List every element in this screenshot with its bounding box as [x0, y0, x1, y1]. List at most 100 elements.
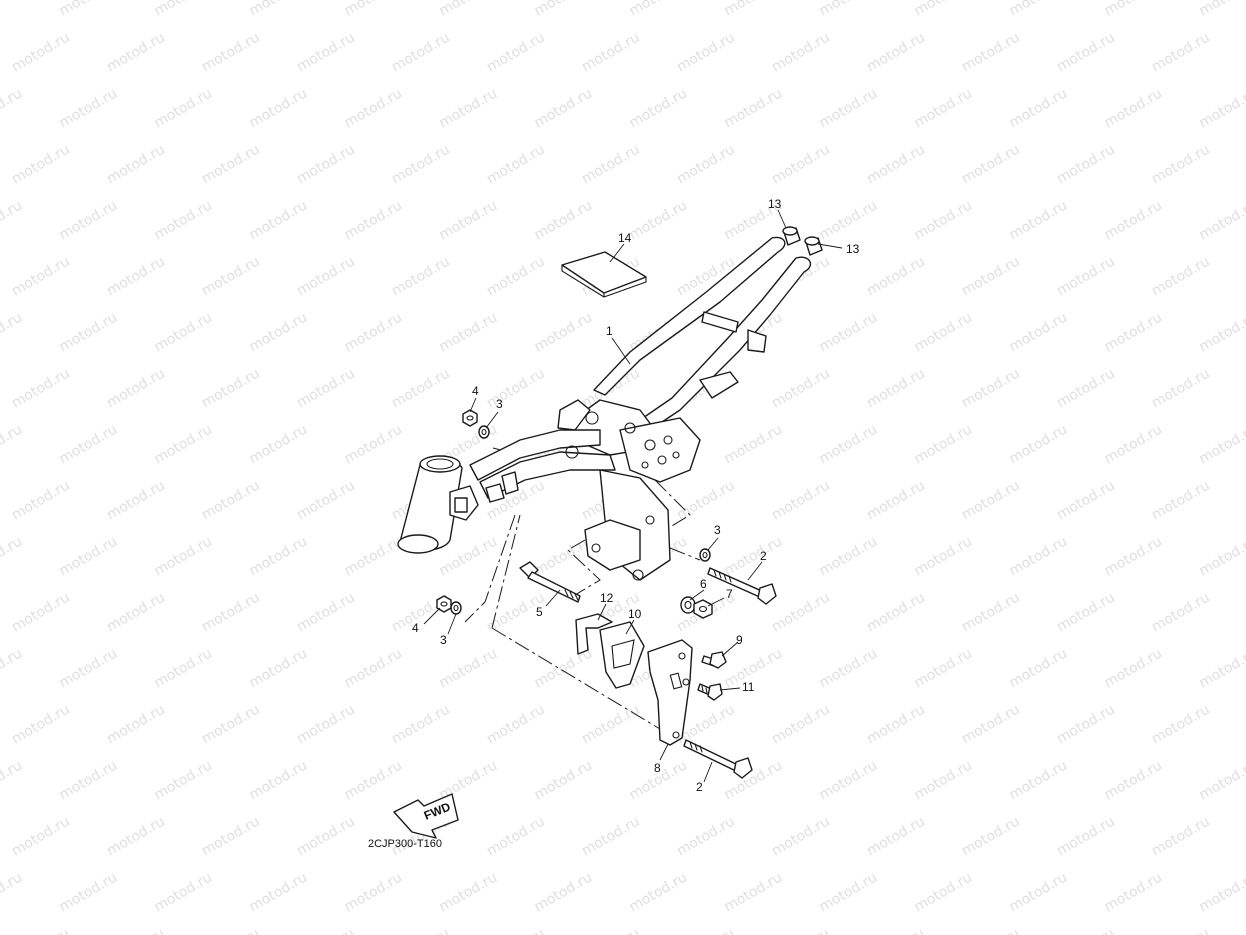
- nut-4-lower[interactable]: [436, 595, 452, 613]
- watermark-text: motod.ru: [152, 645, 216, 691]
- callout-13a: 13: [768, 197, 782, 211]
- watermark-text: motod.ru: [57, 85, 121, 131]
- watermark-text: motod.ru: [1054, 365, 1118, 411]
- watermark-text: motod.ru: [57, 869, 121, 915]
- bracket-10[interactable]: [599, 621, 645, 689]
- plate-8[interactable]: [647, 639, 693, 746]
- watermark-text: motod.ru: [9, 925, 73, 935]
- callout-4a: 4: [472, 384, 479, 398]
- watermark-text: motod.ru: [1007, 85, 1071, 131]
- watermark-text: motod.ru: [294, 813, 358, 859]
- callout-7: 7: [726, 587, 733, 601]
- watermark-text: motod.ru: [674, 141, 738, 187]
- callout-8: 8: [654, 761, 661, 775]
- watermark-text: motod.ru: [817, 869, 881, 915]
- bolt-5[interactable]: [519, 561, 581, 603]
- watermark-text: motod.ru: [864, 477, 928, 523]
- watermark-text: motod.ru: [57, 757, 121, 803]
- watermark-text: motod.ru: [817, 85, 881, 131]
- washer-3-lower[interactable]: [450, 601, 462, 615]
- watermark-text: motod.ru: [9, 365, 73, 411]
- watermark-text: motod.ru: [294, 925, 358, 935]
- watermark-text: motod.ru: [199, 477, 263, 523]
- watermark-text: motod.ru: [912, 533, 976, 579]
- nut-4-upper[interactable]: [462, 409, 478, 427]
- watermark-text: motod.ru: [1197, 869, 1246, 915]
- watermark-text: motod.ru: [532, 197, 596, 243]
- watermark-text: motod.ru: [532, 757, 596, 803]
- watermark-text: motod.ru: [104, 589, 168, 635]
- washer-3-right[interactable]: [699, 548, 711, 562]
- watermark-text: motod.ru: [817, 197, 881, 243]
- watermark-text: motod.ru: [912, 869, 976, 915]
- bolt-2-lower[interactable]: [683, 739, 753, 779]
- watermark-text: motod.ru: [152, 757, 216, 803]
- watermark-text: motod.ru: [959, 477, 1023, 523]
- watermark-text: motod.ru: [674, 925, 738, 935]
- cap-13-right[interactable]: [804, 236, 823, 256]
- watermark-text: motod.ru: [57, 197, 121, 243]
- watermark-text: motod.ru: [864, 701, 928, 747]
- watermark-text: motod.ru: [152, 869, 216, 915]
- watermark-text: motod.ru: [864, 813, 928, 859]
- watermark-text: motod.ru: [9, 253, 73, 299]
- watermark-text: motod.ru: [674, 29, 738, 75]
- watermark-text: motod.ru: [1054, 701, 1118, 747]
- watermark-text: motod.ru: [817, 645, 881, 691]
- watermark-text: motod.ru: [199, 141, 263, 187]
- label-plate-14[interactable]: [561, 251, 647, 298]
- watermark-text: motod.ru: [342, 869, 406, 915]
- watermark-text: motod.ru: [769, 477, 833, 523]
- watermark-text: motod.ru: [484, 141, 548, 187]
- callout-14: 14: [618, 231, 632, 245]
- watermark-text: motod.ru: [1149, 365, 1213, 411]
- watermark-text: motod.ru: [817, 757, 881, 803]
- watermark-text: motod.ru: [9, 29, 73, 75]
- watermark-text: motod.ru: [342, 645, 406, 691]
- watermark-text: motod.ru: [389, 253, 453, 299]
- diagram-code: 2CJP300-T160: [368, 838, 442, 850]
- nut-7[interactable]: [693, 599, 713, 619]
- watermark-text: motod.ru: [294, 29, 358, 75]
- watermark-text: motod.ru: [579, 925, 643, 935]
- watermark-text: motod.ru: [484, 253, 548, 299]
- watermark-text: motod.ru: [1007, 197, 1071, 243]
- watermark-text: motod.ru: [57, 533, 121, 579]
- watermark-text: motod.ru: [104, 29, 168, 75]
- callout-3a: 3: [496, 397, 503, 411]
- watermark-text: motod.ru: [912, 757, 976, 803]
- washer-3-upper[interactable]: [478, 425, 490, 439]
- watermark-text: motod.ru: [1054, 141, 1118, 187]
- watermark-text: motod.ru: [1149, 141, 1213, 187]
- watermark-text: motod.ru: [0, 645, 25, 691]
- bolt-2-upper[interactable]: [707, 567, 777, 605]
- watermark-text: motod.ru: [864, 29, 928, 75]
- watermark-text: motod.ru: [1149, 701, 1213, 747]
- main-frame-1[interactable]: [397, 236, 812, 581]
- watermark-text: motod.ru: [389, 925, 453, 935]
- watermark-text: motod.ru: [1102, 533, 1166, 579]
- cap-13-left[interactable]: [782, 226, 801, 246]
- watermark-text: motod.ru: [437, 197, 501, 243]
- callout-3b: 3: [440, 633, 447, 647]
- watermark-text: motod.ru: [579, 813, 643, 859]
- callout-2a: 2: [760, 549, 767, 563]
- watermark-text: motod.ru: [199, 253, 263, 299]
- watermark-text: motod.ru: [247, 309, 311, 355]
- washer-6[interactable]: [680, 596, 696, 614]
- watermark-text: motod.ru: [627, 85, 691, 131]
- watermark-text: motod.ru: [579, 29, 643, 75]
- watermark-text: motod.ru: [722, 869, 786, 915]
- bolt-11[interactable]: [697, 683, 723, 701]
- watermark-text: motod.ru: [1197, 533, 1246, 579]
- watermark-text: motod.ru: [1102, 85, 1166, 131]
- watermark-text: motod.ru: [1149, 813, 1213, 859]
- watermark-text: motod.ru: [1102, 197, 1166, 243]
- watermark-text: motod.ru: [104, 365, 168, 411]
- watermark-text: motod.ru: [247, 869, 311, 915]
- watermark-text: motod.ru: [1007, 757, 1071, 803]
- callout-4b: 4: [412, 621, 419, 635]
- watermark-text: motod.ru: [0, 869, 25, 915]
- watermark-text: motod.ru: [0, 421, 25, 467]
- bolt-9[interactable]: [701, 651, 727, 669]
